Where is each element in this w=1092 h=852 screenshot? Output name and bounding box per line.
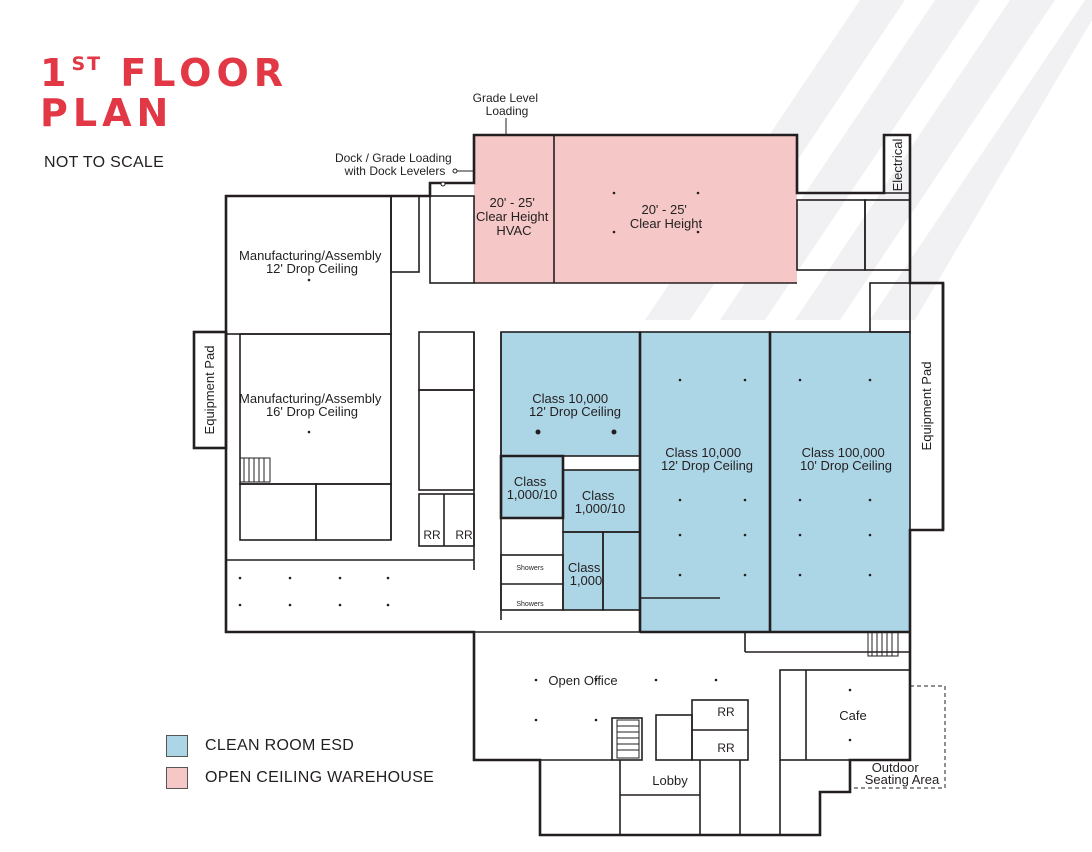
column-markers	[238, 191, 872, 742]
clean-room-zone-c	[563, 470, 640, 532]
class-1k10-b-label: Class 1,000/10	[575, 488, 626, 516]
dock-loading-callout: Dock / Grade Loading with Dock Levelers	[335, 151, 455, 178]
legend-label-clean-room: CLEAN ROOM ESD	[205, 737, 355, 754]
clean-room-zone-b	[501, 456, 563, 518]
class-10k-a-label: Class 10,000 12' Drop Ceiling	[529, 391, 621, 419]
title-word-plan: PLAN	[40, 91, 174, 135]
restroom-3-label: RR	[717, 705, 735, 719]
clean-room-zone-e	[640, 332, 770, 632]
equipment-pad-left	[192, 330, 228, 450]
electrical-label: Electrical	[890, 139, 905, 192]
restroom-2-label: RR	[455, 528, 473, 542]
warehouse-hvac-label: 20' - 25' Clear Height HVAC	[476, 195, 552, 238]
clean-room-zone-d	[563, 532, 640, 610]
scale-note: NOT TO SCALE	[44, 154, 165, 171]
callout-leaders	[440, 118, 507, 187]
legend-item-clean-room: CLEAN ROOM ESD	[166, 734, 434, 758]
stairs	[239, 457, 899, 759]
clean-room-zone-f	[770, 332, 910, 632]
restroom-4-label: RR	[717, 741, 735, 755]
warehouse-hvac-zone	[474, 135, 554, 283]
mfg-12-label: Manufacturing/Assembly 12' Drop Ceiling	[239, 248, 385, 276]
legend-label-warehouse: OPEN CEILING WAREHOUSE	[205, 769, 435, 786]
outdoor-seating-outline	[850, 685, 946, 789]
mfg-16-label: Manufacturing/Assembly 16' Drop Ceiling	[239, 391, 385, 419]
warehouse-main-zone	[554, 135, 797, 283]
cafe-label: Cafe	[839, 708, 866, 723]
showers-1-label: Showers	[516, 565, 544, 572]
equipment-pad-right-label: Equipment Pad	[919, 362, 934, 451]
title-word-floor: FLOOR	[102, 51, 289, 95]
legend-item-warehouse: OPEN CEILING WAREHOUSE	[166, 766, 434, 790]
legend-swatch-clean-room	[166, 735, 188, 757]
restroom-1-label: RR	[423, 528, 441, 542]
class-10k-b-label: Class 10,000 12' Drop Ceiling	[661, 445, 753, 473]
open-office-label: Open Office	[548, 673, 617, 688]
title-ordinal: ST	[71, 53, 103, 75]
warehouse-main-label: 20' - 25' Clear Height	[630, 202, 703, 231]
grade-level-callout: Grade Level Loading	[473, 91, 542, 118]
clean-room-zone-a	[501, 332, 640, 456]
legend: CLEAN ROOM ESD OPEN CEILING WAREHOUSE	[166, 734, 434, 798]
title-number: 1	[40, 51, 72, 95]
lobby-label: Lobby	[652, 773, 688, 788]
clean-room-walls	[499, 283, 945, 634]
legend-swatch-warehouse	[166, 767, 188, 789]
class-100k-label: Class 100,000 10' Drop Ceiling	[800, 445, 892, 473]
class-1k10-a-label: Class 1,000/10	[507, 474, 558, 502]
equipment-pad-left-label: Equipment Pad	[202, 346, 217, 435]
class-1k-label: Class 1,000	[568, 560, 604, 588]
outdoor-seating-label: Outdoor Seating Area	[865, 760, 940, 787]
showers-2-label: Showers	[516, 601, 544, 608]
